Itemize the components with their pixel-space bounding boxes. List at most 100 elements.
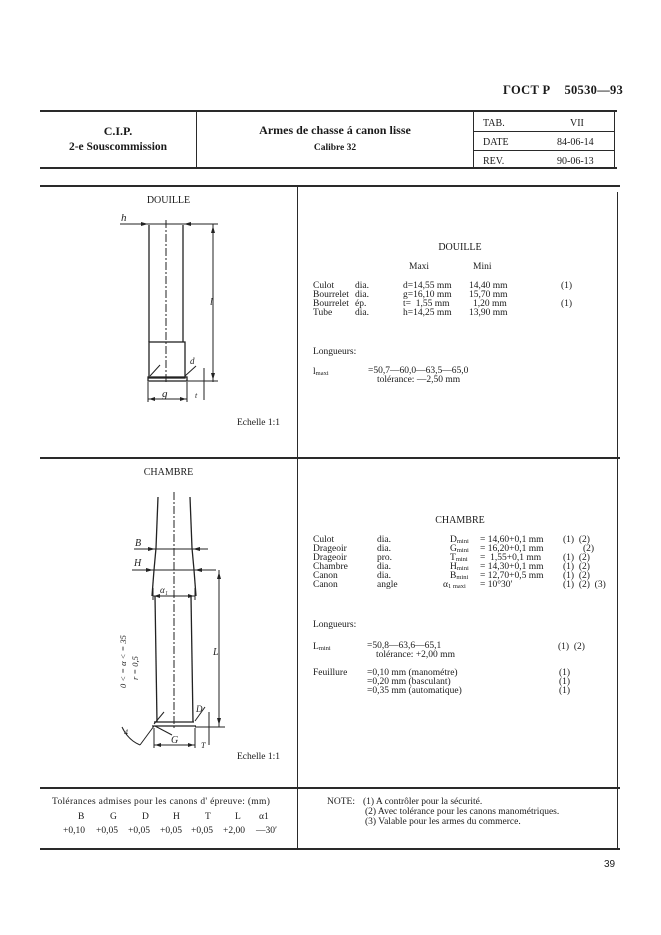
sym: D bbox=[450, 535, 457, 545]
value: =0,10 mm (manométre) bbox=[367, 668, 458, 678]
mini: 1,20 mm bbox=[473, 299, 507, 309]
notes: (1) (2) bbox=[563, 535, 590, 545]
part: Drageoir bbox=[313, 553, 347, 563]
tol-symbol: B bbox=[78, 812, 85, 822]
tol-value: +0,05 bbox=[128, 826, 150, 836]
notes: (1) (2) bbox=[563, 571, 590, 581]
chambre-length-notes: (1) (2) bbox=[558, 642, 585, 652]
kind: ép. bbox=[355, 299, 367, 309]
col-mini: Mini bbox=[473, 262, 492, 272]
value: = 1,55+0,1 mm bbox=[480, 553, 542, 563]
standard-number: 50530—93 bbox=[564, 83, 624, 97]
page-number: 39 bbox=[604, 859, 616, 870]
meta-rule-2 bbox=[474, 150, 614, 151]
meta-rule-1 bbox=[474, 131, 614, 132]
kind: dia. bbox=[355, 290, 369, 300]
meta-value-date: 84-06-14 bbox=[557, 137, 594, 148]
feuillure-row: =0,20 mm (basculant) (1) bbox=[367, 677, 570, 688]
douille-length-values: =50,7—60,0—63,5—65,0 bbox=[368, 366, 469, 376]
calibre-subtitle: Calibre 32 bbox=[313, 143, 357, 153]
meta-label-date: DATE bbox=[483, 137, 509, 148]
sub: mini bbox=[455, 556, 468, 563]
sym: α bbox=[443, 580, 448, 590]
chambre-length-symbol: Lmini bbox=[313, 642, 331, 652]
douille-spec-title: DOUILLE bbox=[438, 242, 482, 253]
title-block-right-edge bbox=[614, 112, 615, 167]
part: Chambre bbox=[313, 562, 348, 572]
kind: dia. bbox=[377, 562, 391, 572]
tol-value: +0,05 bbox=[160, 826, 182, 836]
kind: dia. bbox=[377, 544, 391, 554]
svg-text:g: g bbox=[162, 388, 168, 400]
label-alpha: α₁ bbox=[160, 585, 168, 595]
kind: angle bbox=[377, 580, 398, 590]
note: (1) bbox=[559, 677, 571, 687]
subscript: maxi bbox=[315, 370, 329, 377]
part: Bourrelet bbox=[313, 299, 349, 309]
symbol: Gmini bbox=[450, 544, 469, 556]
tol-value: +0,05 bbox=[191, 826, 213, 836]
part: Culot bbox=[313, 281, 335, 291]
symbol: l bbox=[313, 367, 316, 377]
kind: dia. bbox=[355, 281, 369, 291]
maxi: t= 1,55 mm bbox=[403, 299, 450, 309]
mini: 13,90 mm bbox=[469, 308, 508, 318]
feuillure-row: =0,35 mm (automatique) (1) bbox=[367, 686, 570, 697]
value: = 10°30′ bbox=[480, 580, 513, 590]
douille-drawing-title: DOUILLE bbox=[146, 195, 191, 206]
value: = 16,20+0,1 mm bbox=[480, 544, 544, 554]
sym: T bbox=[450, 553, 456, 563]
notes: (2) bbox=[583, 544, 595, 554]
maxi: g=16,10 mm bbox=[403, 290, 452, 300]
meta-label-rev: REV. bbox=[483, 156, 505, 167]
standard-prefix: ГОСТ Р bbox=[503, 83, 551, 97]
symbol: Dmini bbox=[450, 535, 469, 547]
notes: (1) (2) (3) bbox=[563, 580, 606, 590]
part: Bourrelet bbox=[313, 290, 349, 300]
part: Tube bbox=[313, 308, 333, 318]
notes-label: NOTE: bbox=[327, 797, 355, 807]
label-L: L bbox=[212, 647, 219, 658]
douille-length-tolerance: tolérance: —2,50 mm bbox=[377, 375, 461, 385]
douille-length-symbol: lmaxi bbox=[313, 367, 329, 377]
section-lower-rule bbox=[40, 787, 620, 789]
symbol: L bbox=[313, 642, 319, 652]
label-D: D bbox=[195, 704, 203, 714]
tol-symbol: H bbox=[173, 812, 180, 822]
title-block-divider-meta bbox=[473, 112, 474, 167]
section-top-rule bbox=[40, 185, 620, 187]
douille-scale: Echelle 1:1 bbox=[237, 418, 280, 428]
side-note-alpha: 0 < = α < = 35 bbox=[118, 635, 128, 688]
value: =0,20 mm (basculant) bbox=[367, 677, 451, 687]
standard-header: ГОСТ Р 50530—93 bbox=[503, 83, 623, 98]
tol-symbol: L bbox=[235, 812, 241, 822]
tol-symbol: T bbox=[205, 812, 211, 822]
meta-value-rev: 90-06-13 bbox=[557, 156, 594, 167]
tol-symbol: G bbox=[110, 812, 117, 822]
section-middle-rule bbox=[40, 457, 620, 459]
maxi: d=14,55 mm bbox=[403, 281, 452, 291]
note: (1) bbox=[559, 668, 571, 678]
sub: mini bbox=[456, 565, 469, 572]
svg-text:d: d bbox=[190, 356, 195, 366]
right-border bbox=[617, 192, 618, 848]
label-angle: 4 bbox=[124, 728, 128, 737]
maxi: h=14,25 mm bbox=[403, 308, 452, 318]
notes: (1) (2) bbox=[563, 553, 590, 563]
side-note-r: r = 0,5 bbox=[130, 656, 140, 680]
tol-symbol: α1 bbox=[259, 812, 269, 822]
value: = 14,30+0,1 mm bbox=[480, 562, 544, 572]
label-G: G bbox=[171, 735, 178, 746]
column-divider bbox=[297, 186, 298, 848]
meta-value-tab: VII bbox=[570, 118, 584, 129]
symbol: α1 maxi bbox=[443, 580, 466, 592]
col-maxi: Maxi bbox=[409, 262, 430, 272]
chambre-scale: Echelle 1:1 bbox=[237, 752, 280, 762]
tol-value: +0,10 bbox=[63, 826, 85, 836]
sub: mini bbox=[456, 547, 469, 554]
sym: H bbox=[450, 562, 457, 572]
part: Drageoir bbox=[313, 544, 347, 554]
symbol: Bmini bbox=[450, 571, 468, 583]
